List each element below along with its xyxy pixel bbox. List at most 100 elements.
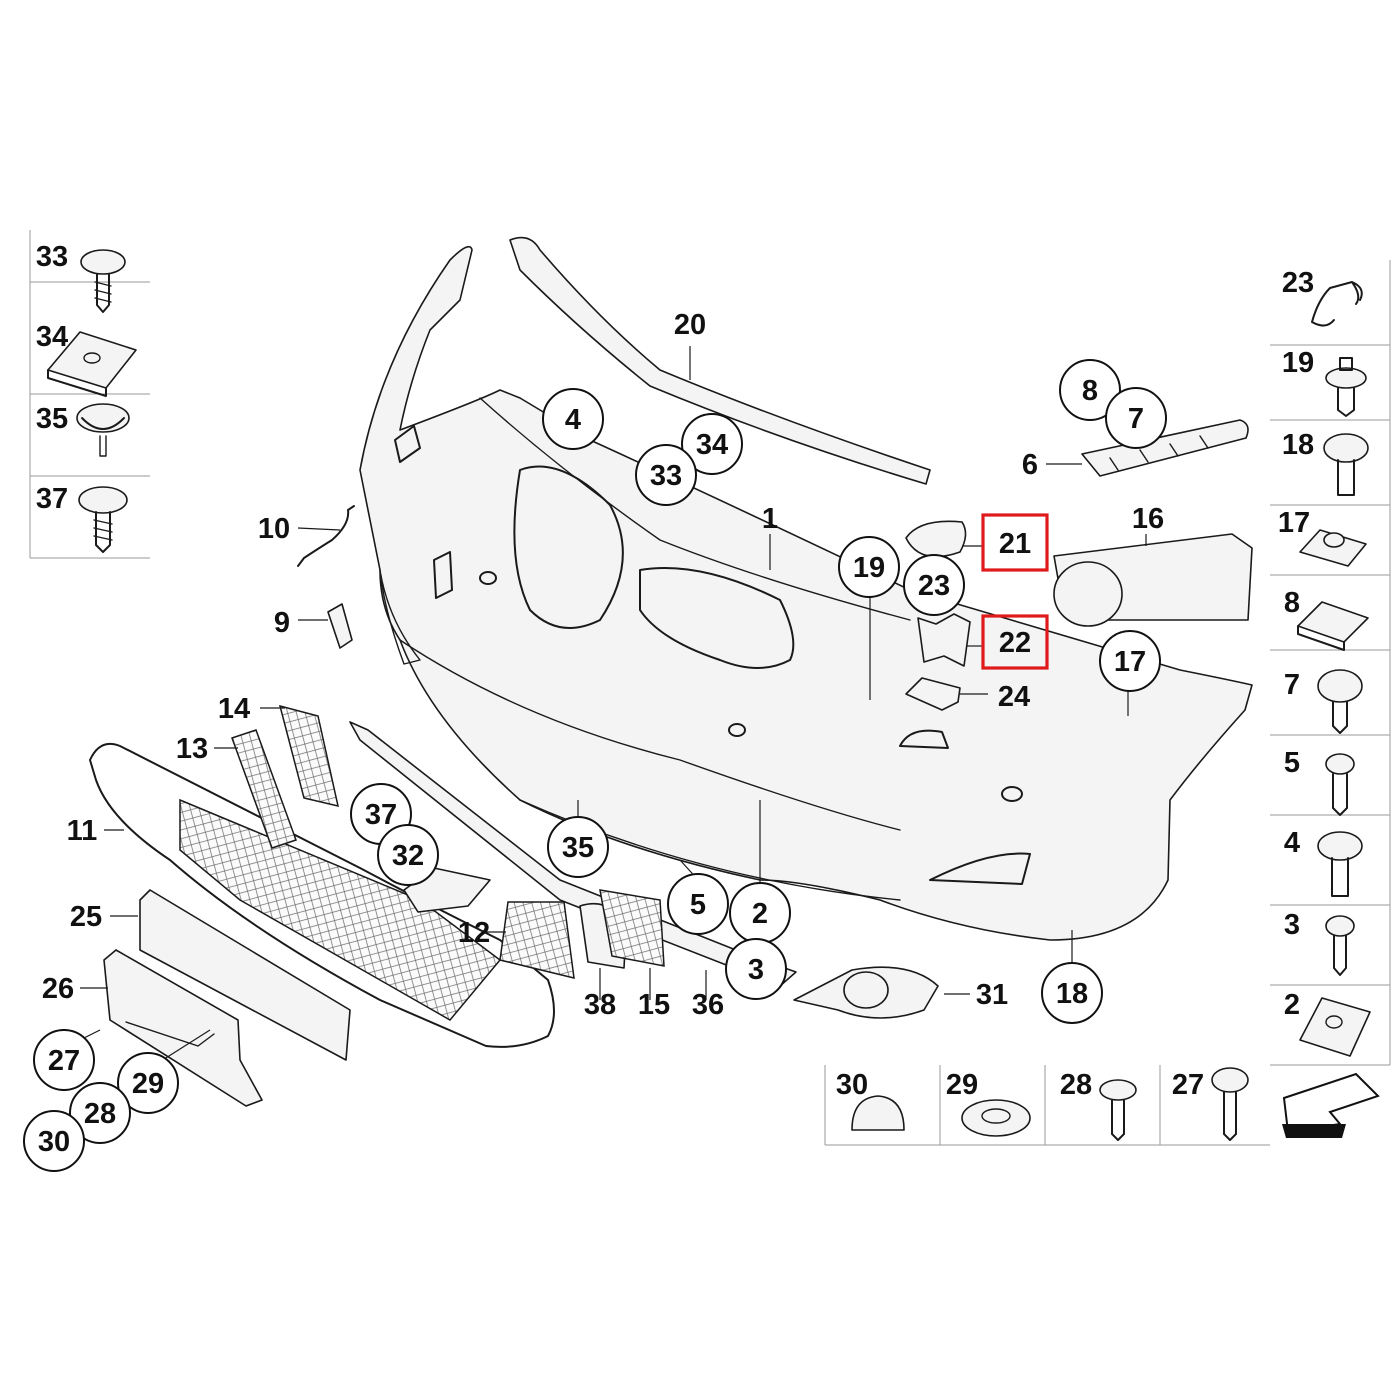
left-fastener-column [29, 230, 150, 559]
clip-nut-34-icon [47, 331, 137, 397]
callout-9: 9 [274, 607, 290, 639]
callout-36: 36 [692, 989, 724, 1021]
bolt-4-icon [1317, 831, 1363, 897]
push-pin-19-icon [1325, 357, 1367, 417]
clip-nut-8-icon [1297, 601, 1369, 651]
callout-right-19: 19 [1282, 347, 1314, 379]
svg-text:32: 32 [392, 840, 424, 872]
callout-right-18: 18 [1282, 429, 1314, 461]
callout-16: 16 [1132, 503, 1164, 535]
callout-10: 10 [258, 513, 290, 545]
clip-nut-2-icon [1299, 997, 1371, 1057]
circled-callout-27: 27 [33, 1029, 95, 1091]
callout-right-4: 4 [1284, 827, 1300, 859]
svg-text:4: 4 [565, 404, 581, 436]
svg-text:29: 29 [132, 1068, 164, 1100]
callout-bottom-29: 29 [946, 1069, 978, 1101]
screw-3-icon [1325, 915, 1355, 976]
circled-callout-30: 30 [23, 1110, 85, 1172]
callout-35: 35 [36, 403, 68, 435]
circled-callout-8: 8 [1059, 359, 1121, 421]
callout-right-8: 8 [1284, 587, 1300, 619]
svg-text:28: 28 [84, 1098, 116, 1130]
bracket-22 [917, 613, 971, 667]
callout-37: 37 [36, 483, 68, 515]
callout-25: 25 [70, 901, 102, 933]
callout-20: 20 [674, 309, 706, 341]
callout-right-23: 23 [1282, 267, 1314, 299]
callout-bottom-28: 28 [1060, 1069, 1092, 1101]
circled-callout-29: 29 [117, 1052, 179, 1114]
svg-text:22: 22 [999, 627, 1031, 659]
svg-text:19: 19 [853, 552, 885, 584]
callout-6: 6 [1022, 449, 1038, 481]
svg-text:30: 30 [38, 1126, 70, 1158]
plain-callouts: 33 34 35 37 10 9 14 13 11 25 26 12 38 15… [36, 241, 1314, 1101]
mesh-insert-14 [278, 704, 339, 808]
screw-5-icon [1325, 753, 1355, 816]
svg-text:23: 23 [918, 570, 950, 602]
circled-callout-32: 32 [377, 824, 439, 886]
bumper-cover [359, 245, 1253, 941]
callout-38: 38 [584, 989, 616, 1021]
circled-callout-18: 18 [1041, 962, 1103, 1024]
callout-15: 15 [638, 989, 670, 1021]
sensor-wire-10 [297, 505, 355, 567]
callout-11: 11 [67, 815, 98, 847]
svg-text:18: 18 [1056, 978, 1088, 1010]
callout-right-3: 3 [1284, 909, 1300, 941]
fog-light-surround-31 [793, 966, 939, 1019]
right-fastener-column [1270, 260, 1391, 1066]
circled-callout-23: 23 [903, 554, 965, 616]
screw-33-icon [80, 249, 126, 313]
circled-callout-5: 5 [667, 873, 729, 935]
circled-callout-19: 19 [838, 536, 900, 598]
bolt-18-icon [1323, 433, 1369, 496]
screw-37-icon [78, 486, 128, 553]
license-plate-bracket-26 [103, 949, 263, 1107]
svg-text:8: 8 [1082, 375, 1098, 407]
circled-callout-33: 33 [635, 444, 697, 506]
highlighted-callouts: 21 22 [981, 513, 1049, 670]
mesh-insert-13 [231, 729, 297, 849]
svg-text:27: 27 [48, 1045, 80, 1077]
screw-7-icon [1317, 669, 1363, 734]
callout-1: 1 [762, 503, 778, 535]
callout-bottom-30: 30 [836, 1069, 868, 1101]
svg-text:34: 34 [696, 429, 728, 461]
upper-trim-strip-20 [509, 236, 931, 485]
washer-29-icon [961, 1099, 1031, 1137]
callout-bottom-27: 27 [1172, 1069, 1204, 1101]
callout-14: 14 [218, 693, 250, 725]
svg-text:5: 5 [690, 889, 706, 921]
callout-right-7: 7 [1284, 669, 1300, 701]
svg-text:33: 33 [650, 460, 682, 492]
highlighted-callout-21[interactable]: 21 [981, 513, 1049, 572]
callout-33: 33 [36, 241, 68, 273]
svg-text:17: 17 [1114, 646, 1146, 678]
callout-right-5: 5 [1284, 747, 1300, 779]
circled-callout-2: 2 [729, 882, 791, 944]
callout-right-17: 17 [1278, 507, 1310, 539]
bottom-fastener-row [824, 1065, 1270, 1146]
plug-30-icon [851, 1095, 905, 1131]
license-plate-base-25 [139, 889, 351, 1061]
callout-31: 31 [976, 979, 1008, 1011]
callout-13: 13 [176, 733, 208, 765]
callout-26: 26 [42, 973, 74, 1005]
highlighted-callout-22[interactable]: 22 [981, 614, 1049, 670]
callout-12: 12 [458, 917, 490, 949]
circled-callout-34: 34 [681, 413, 743, 475]
screw-27-icon [1211, 1067, 1249, 1141]
callout-right-2: 2 [1284, 989, 1300, 1021]
circled-callout-3: 3 [725, 938, 787, 1000]
svg-text:2: 2 [752, 898, 768, 930]
tow-hook-cover-21 [905, 520, 967, 558]
vehicle-direction-arrow-icon [1282, 1072, 1380, 1138]
screw-28-icon [1099, 1079, 1137, 1141]
callout-34: 34 [36, 321, 68, 353]
circled-callout-17: 17 [1099, 630, 1161, 692]
bracket-24 [905, 677, 961, 711]
svg-text:7: 7 [1128, 403, 1144, 435]
